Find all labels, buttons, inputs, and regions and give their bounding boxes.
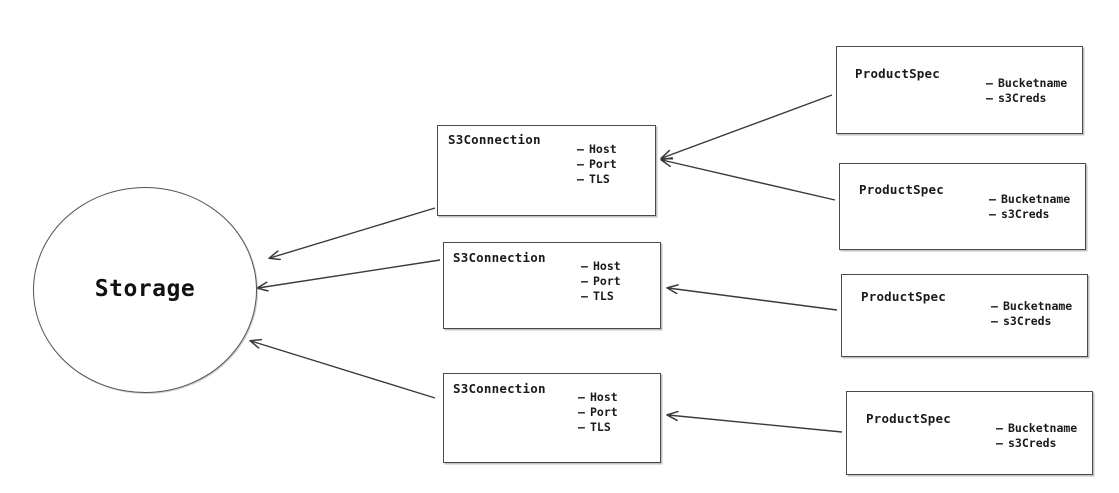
attr-dash-icon: – [996, 436, 1003, 450]
edge-connection-2-to-storage [258, 259, 441, 288]
attr-dash-icon: – [577, 172, 584, 186]
productspec-1-attr-s3creds: –s3Creds [986, 91, 1047, 105]
productspec-1-attrs: –Bucketname –s3Creds [986, 76, 1067, 106]
storage-node[interactable]: Storage [33, 187, 257, 393]
s3connection-box-1[interactable] [437, 125, 656, 216]
s3connection-2-attrs: –Host –Port –TLS [581, 259, 621, 304]
attr-dash-icon: – [578, 420, 585, 434]
productspec-3-attrs: –Bucketname –s3Creds [991, 299, 1072, 329]
productspec-2-attrs: –Bucketname –s3Creds [989, 192, 1070, 222]
attr-dash-icon: – [989, 207, 996, 221]
attr-dash-icon: – [991, 299, 998, 313]
s3connection-1-attr-tls: –TLS [577, 172, 610, 186]
edge-spec-4-to-connection-3 [668, 415, 843, 433]
s3connection-1-attr-port: –Port [577, 157, 617, 171]
s3connection-1-attrs: –Host –Port –TLS [577, 142, 617, 187]
s3connection-3-attr-tls: –TLS [578, 420, 611, 434]
s3connection-3-attrs: –Host –Port –TLS [578, 390, 618, 435]
s3connection-1-title: S3Connection [448, 132, 541, 147]
edge-connection-3-to-storage [251, 341, 436, 399]
s3connection-2-attr-port: –Port [581, 274, 621, 288]
productspec-3-title: ProductSpec [861, 289, 946, 304]
attr-dash-icon: – [996, 421, 1003, 435]
productspec-1-attr-bucketname: –Bucketname [986, 76, 1068, 90]
productspec-box-3[interactable] [841, 274, 1088, 357]
edge-spec-3-to-connection-2 [668, 288, 838, 311]
attr-dash-icon: – [986, 91, 993, 105]
edge-connection-1-to-storage [270, 207, 436, 258]
attr-dash-icon: – [577, 142, 584, 156]
s3connection-2-title: S3Connection [453, 250, 546, 265]
edge-spec-2-to-connection-1 [662, 160, 836, 201]
s3connection-box-2[interactable] [443, 242, 661, 329]
s3connection-3-attr-port: –Port [578, 405, 618, 419]
attr-dash-icon: – [991, 314, 998, 328]
productspec-4-attrs: –Bucketname –s3Creds [996, 421, 1077, 451]
productspec-3-attr-bucketname: –Bucketname [991, 299, 1073, 313]
attr-dash-icon: – [581, 259, 588, 273]
productspec-2-title: ProductSpec [859, 182, 944, 197]
productspec-4-attr-bucketname: –Bucketname [996, 421, 1078, 435]
attr-dash-icon: – [986, 76, 993, 90]
productspec-box-2[interactable] [839, 163, 1086, 250]
s3connection-3-attr-host: –Host [578, 390, 618, 404]
s3connection-2-attr-host: –Host [581, 259, 621, 273]
productspec-1-title: ProductSpec [855, 66, 940, 81]
s3connection-3-title: S3Connection [453, 381, 546, 396]
productspec-3-attr-s3creds: –s3Creds [991, 314, 1052, 328]
attr-dash-icon: – [578, 390, 585, 404]
productspec-4-title: ProductSpec [866, 411, 951, 426]
attr-dash-icon: – [577, 157, 584, 171]
attr-dash-icon: – [581, 274, 588, 288]
s3connection-1-attr-host: –Host [577, 142, 617, 156]
productspec-4-attr-s3creds: –s3Creds [996, 436, 1057, 450]
storage-node-label: Storage [94, 276, 196, 302]
s3connection-box-3[interactable] [443, 373, 661, 463]
productspec-box-1[interactable] [836, 46, 1083, 134]
productspec-2-attr-s3creds: –s3Creds [989, 207, 1050, 221]
edge-spec-1-to-connection-1 [662, 94, 833, 158]
s3connection-2-attr-tls: –TLS [581, 289, 614, 303]
attr-dash-icon: – [989, 192, 996, 206]
attr-dash-icon: – [578, 405, 585, 419]
productspec-box-4[interactable] [846, 391, 1093, 475]
productspec-2-attr-bucketname: –Bucketname [989, 192, 1071, 206]
attr-dash-icon: – [581, 289, 588, 303]
